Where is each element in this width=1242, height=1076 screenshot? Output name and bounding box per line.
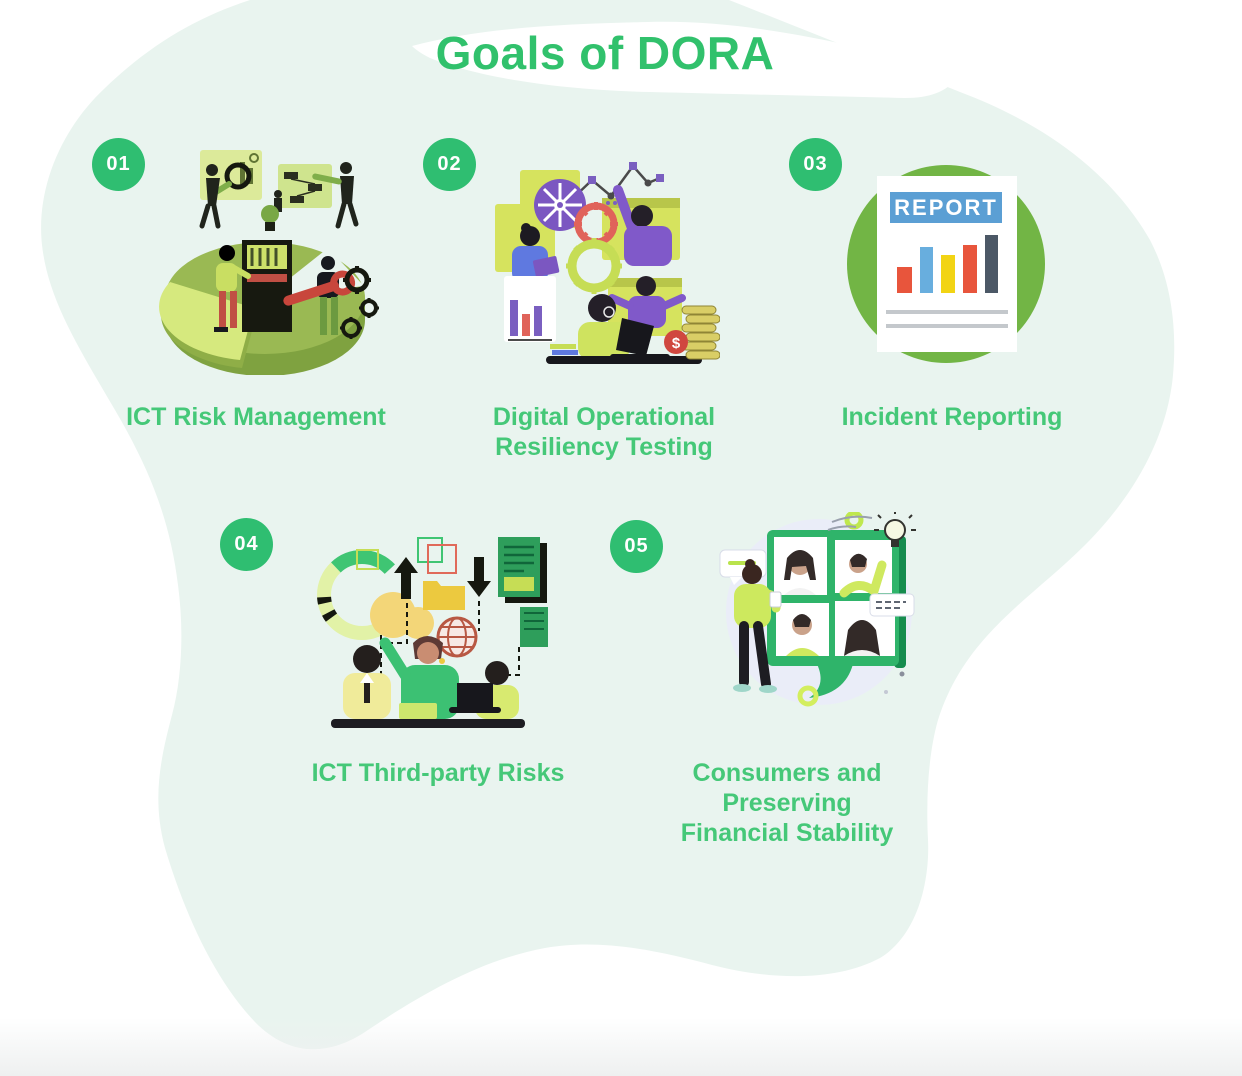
dollar-coin-icon: $	[664, 330, 688, 354]
item-label-third-party-risks: ICT Third-party Risks	[288, 758, 588, 788]
man-with-wrench	[283, 256, 356, 335]
video-tile-3	[776, 603, 829, 656]
standing-figures	[199, 162, 359, 229]
badge-03-number: 03	[803, 153, 828, 175]
transfer-arrows	[394, 557, 491, 599]
report-bar-chart	[897, 235, 998, 293]
video-tile-1	[774, 537, 827, 595]
note-bubble	[869, 593, 915, 617]
bottom-gradient-band	[0, 1018, 1242, 1076]
standing-person	[733, 559, 782, 693]
report-text-lines	[886, 310, 1008, 328]
illustration-consumers-stability	[719, 512, 916, 707]
gears-icon	[534, 179, 622, 294]
item-label-resiliency-testing: Digital Operational Resiliency Testing	[454, 402, 754, 462]
label-line: Incident Reporting	[841, 403, 1063, 431]
badge-02-number: 02	[437, 153, 462, 175]
badge-02: 02	[423, 138, 476, 191]
person-at-laptop	[546, 294, 702, 364]
label-line: Digital Operational	[492, 403, 716, 431]
illustration-third-party-risks	[317, 537, 548, 728]
video-tile-2	[835, 540, 892, 599]
coins-stack: $	[664, 305, 720, 360]
globe-icon	[436, 616, 478, 658]
lightbulb-icon	[874, 512, 916, 547]
page-title: Goals of DORA	[435, 27, 775, 79]
illustration-ict-risk-management	[159, 150, 379, 375]
folder-icon	[423, 581, 465, 610]
woman-at-console	[214, 245, 251, 332]
decor-accents	[797, 512, 905, 707]
item-label-consumers-stability: Consumers and Preserving Financial Stabi…	[627, 758, 947, 848]
woman-arms-out	[608, 276, 686, 328]
label-line: Resiliency Testing	[495, 433, 713, 461]
console-machine	[242, 240, 292, 332]
label-line: ICT Third-party Risks	[311, 759, 565, 787]
document-stack	[498, 537, 548, 647]
badge-04: 04	[220, 518, 273, 571]
item-label-ict-risk-management: ICT Risk Management	[106, 402, 406, 432]
badge-04-number: 04	[234, 533, 259, 555]
cloud-icon	[370, 592, 434, 639]
illustration-resiliency-testing: $	[495, 162, 720, 364]
line-chart	[567, 162, 664, 204]
badge-05-number: 05	[624, 535, 649, 557]
title-white-wave	[412, 21, 958, 99]
report-banner	[890, 192, 1002, 223]
bar-chart-panel	[504, 276, 556, 342]
badge-03: 03	[789, 138, 842, 191]
label-line: ICT Risk Management	[126, 403, 386, 431]
item-label-incident-reporting: Incident Reporting	[802, 402, 1102, 432]
badge-01: 01	[92, 138, 145, 191]
report-banner-text: REPORT	[894, 195, 998, 220]
man-reaching-line	[613, 185, 672, 266]
video-call-board	[767, 530, 906, 698]
label-line: Financial Stability	[680, 819, 894, 847]
man-yellow-shirt	[343, 645, 391, 719]
label-line: Consumers and Preserving	[692, 759, 882, 817]
plant	[261, 205, 279, 231]
badge-01-number: 01	[106, 153, 131, 175]
badge-05: 05	[610, 520, 663, 573]
wrench-icon	[283, 270, 356, 306]
svg-text:$: $	[672, 335, 681, 352]
laptops-and-desk	[331, 683, 525, 728]
outline-squares	[356, 537, 457, 574]
gears-icon	[340, 266, 379, 339]
illustration-incident-reporting: REPORT	[847, 165, 1045, 363]
